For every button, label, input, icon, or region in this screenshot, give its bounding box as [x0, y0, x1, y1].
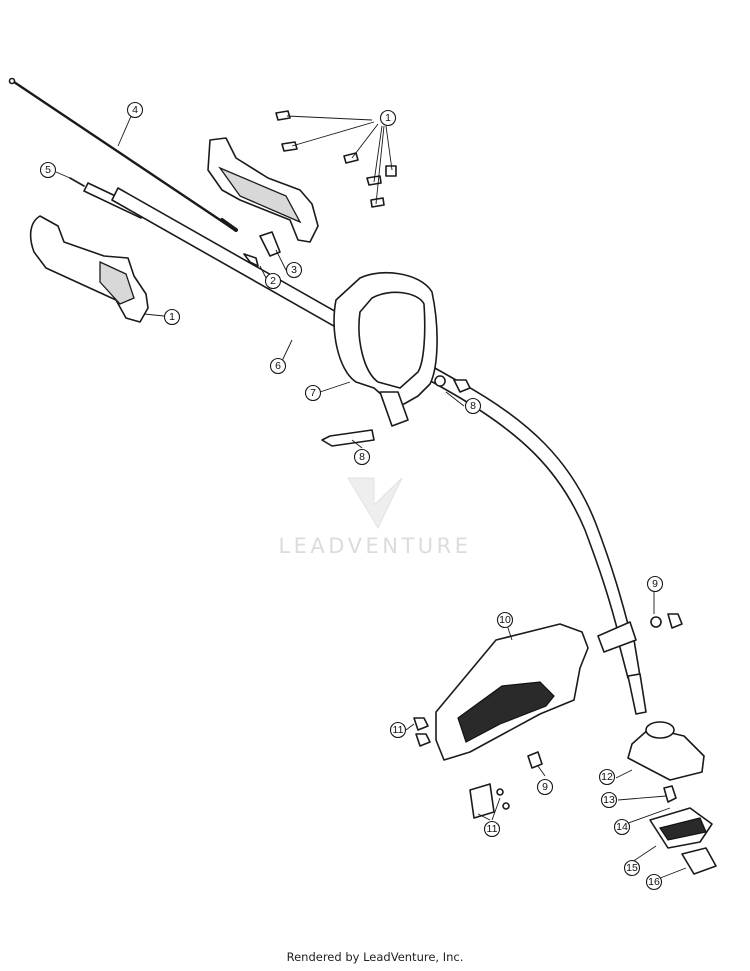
svg-text:9: 9: [652, 578, 658, 590]
callout-1-grip: 1: [163, 308, 181, 326]
watermark: LEADVENTURE: [278, 477, 471, 558]
callout-2: 2: [264, 272, 282, 290]
watermark-text: LEADVENTURE: [278, 534, 471, 558]
callout-13: 13: [600, 791, 618, 809]
svg-text:12: 12: [601, 771, 613, 783]
callout-12: 12: [598, 768, 616, 786]
svg-text:9: 9: [542, 781, 548, 793]
bolt-and-nut: [321, 375, 471, 447]
svg-text:16: 16: [648, 876, 660, 888]
svg-text:11: 11: [393, 724, 404, 736]
callout-14: 14: [613, 818, 631, 836]
svg-text:1: 1: [169, 311, 175, 323]
svg-text:8: 8: [470, 400, 476, 412]
callout-11-nuts: 11: [389, 721, 407, 739]
svg-text:13: 13: [603, 794, 615, 806]
svg-text:1: 1: [385, 112, 391, 124]
svg-text:15: 15: [626, 862, 638, 874]
callout-3: 3: [285, 261, 303, 279]
callout-10: 10: [496, 611, 514, 629]
svg-text:10: 10: [499, 614, 511, 626]
svg-text:11: 11: [487, 823, 498, 835]
callout-4: 4: [126, 101, 144, 119]
svg-text:7: 7: [310, 387, 316, 399]
svg-text:3: 3: [291, 264, 297, 276]
svg-text:2: 2: [270, 275, 276, 287]
svg-text:6: 6: [275, 360, 281, 372]
handle-housing-shell: [207, 137, 319, 243]
guard-screw: [527, 751, 543, 769]
callout-16: 16: [645, 873, 663, 891]
callout-8-bolt: 8: [353, 448, 371, 466]
callout-1-screws: 1: [379, 109, 397, 127]
shaft-clamp-hardware: [597, 613, 683, 653]
svg-text:14: 14: [616, 821, 628, 833]
trimmer-head: [627, 721, 717, 875]
leader-lines: [55, 113, 687, 883]
rear-handle-grip: [29, 215, 149, 323]
callout-5: 5: [39, 161, 57, 179]
svg-text:8: 8: [359, 451, 365, 463]
watermark-logo: [347, 477, 403, 530]
trimmer-guard: [435, 623, 589, 761]
svg-text:4: 4: [132, 104, 138, 116]
callout-9-lower: 9: [536, 778, 554, 796]
guard-fasteners: [413, 717, 510, 819]
callout-11-blade: 11: [483, 820, 501, 838]
footer-credit: Rendered by LeadVenture, Inc.: [286, 950, 464, 964]
trigger-and-clip: [243, 231, 281, 267]
throttle-cable: [8, 77, 238, 232]
assist-handle: [333, 272, 438, 427]
callout-9-upper: 9: [646, 575, 664, 593]
svg-text:5: 5: [45, 164, 51, 176]
callout-8-nut: 8: [464, 397, 482, 415]
callout-7: 7: [304, 384, 322, 402]
callout-15: 15: [623, 859, 641, 877]
callout-6: 6: [269, 357, 287, 375]
